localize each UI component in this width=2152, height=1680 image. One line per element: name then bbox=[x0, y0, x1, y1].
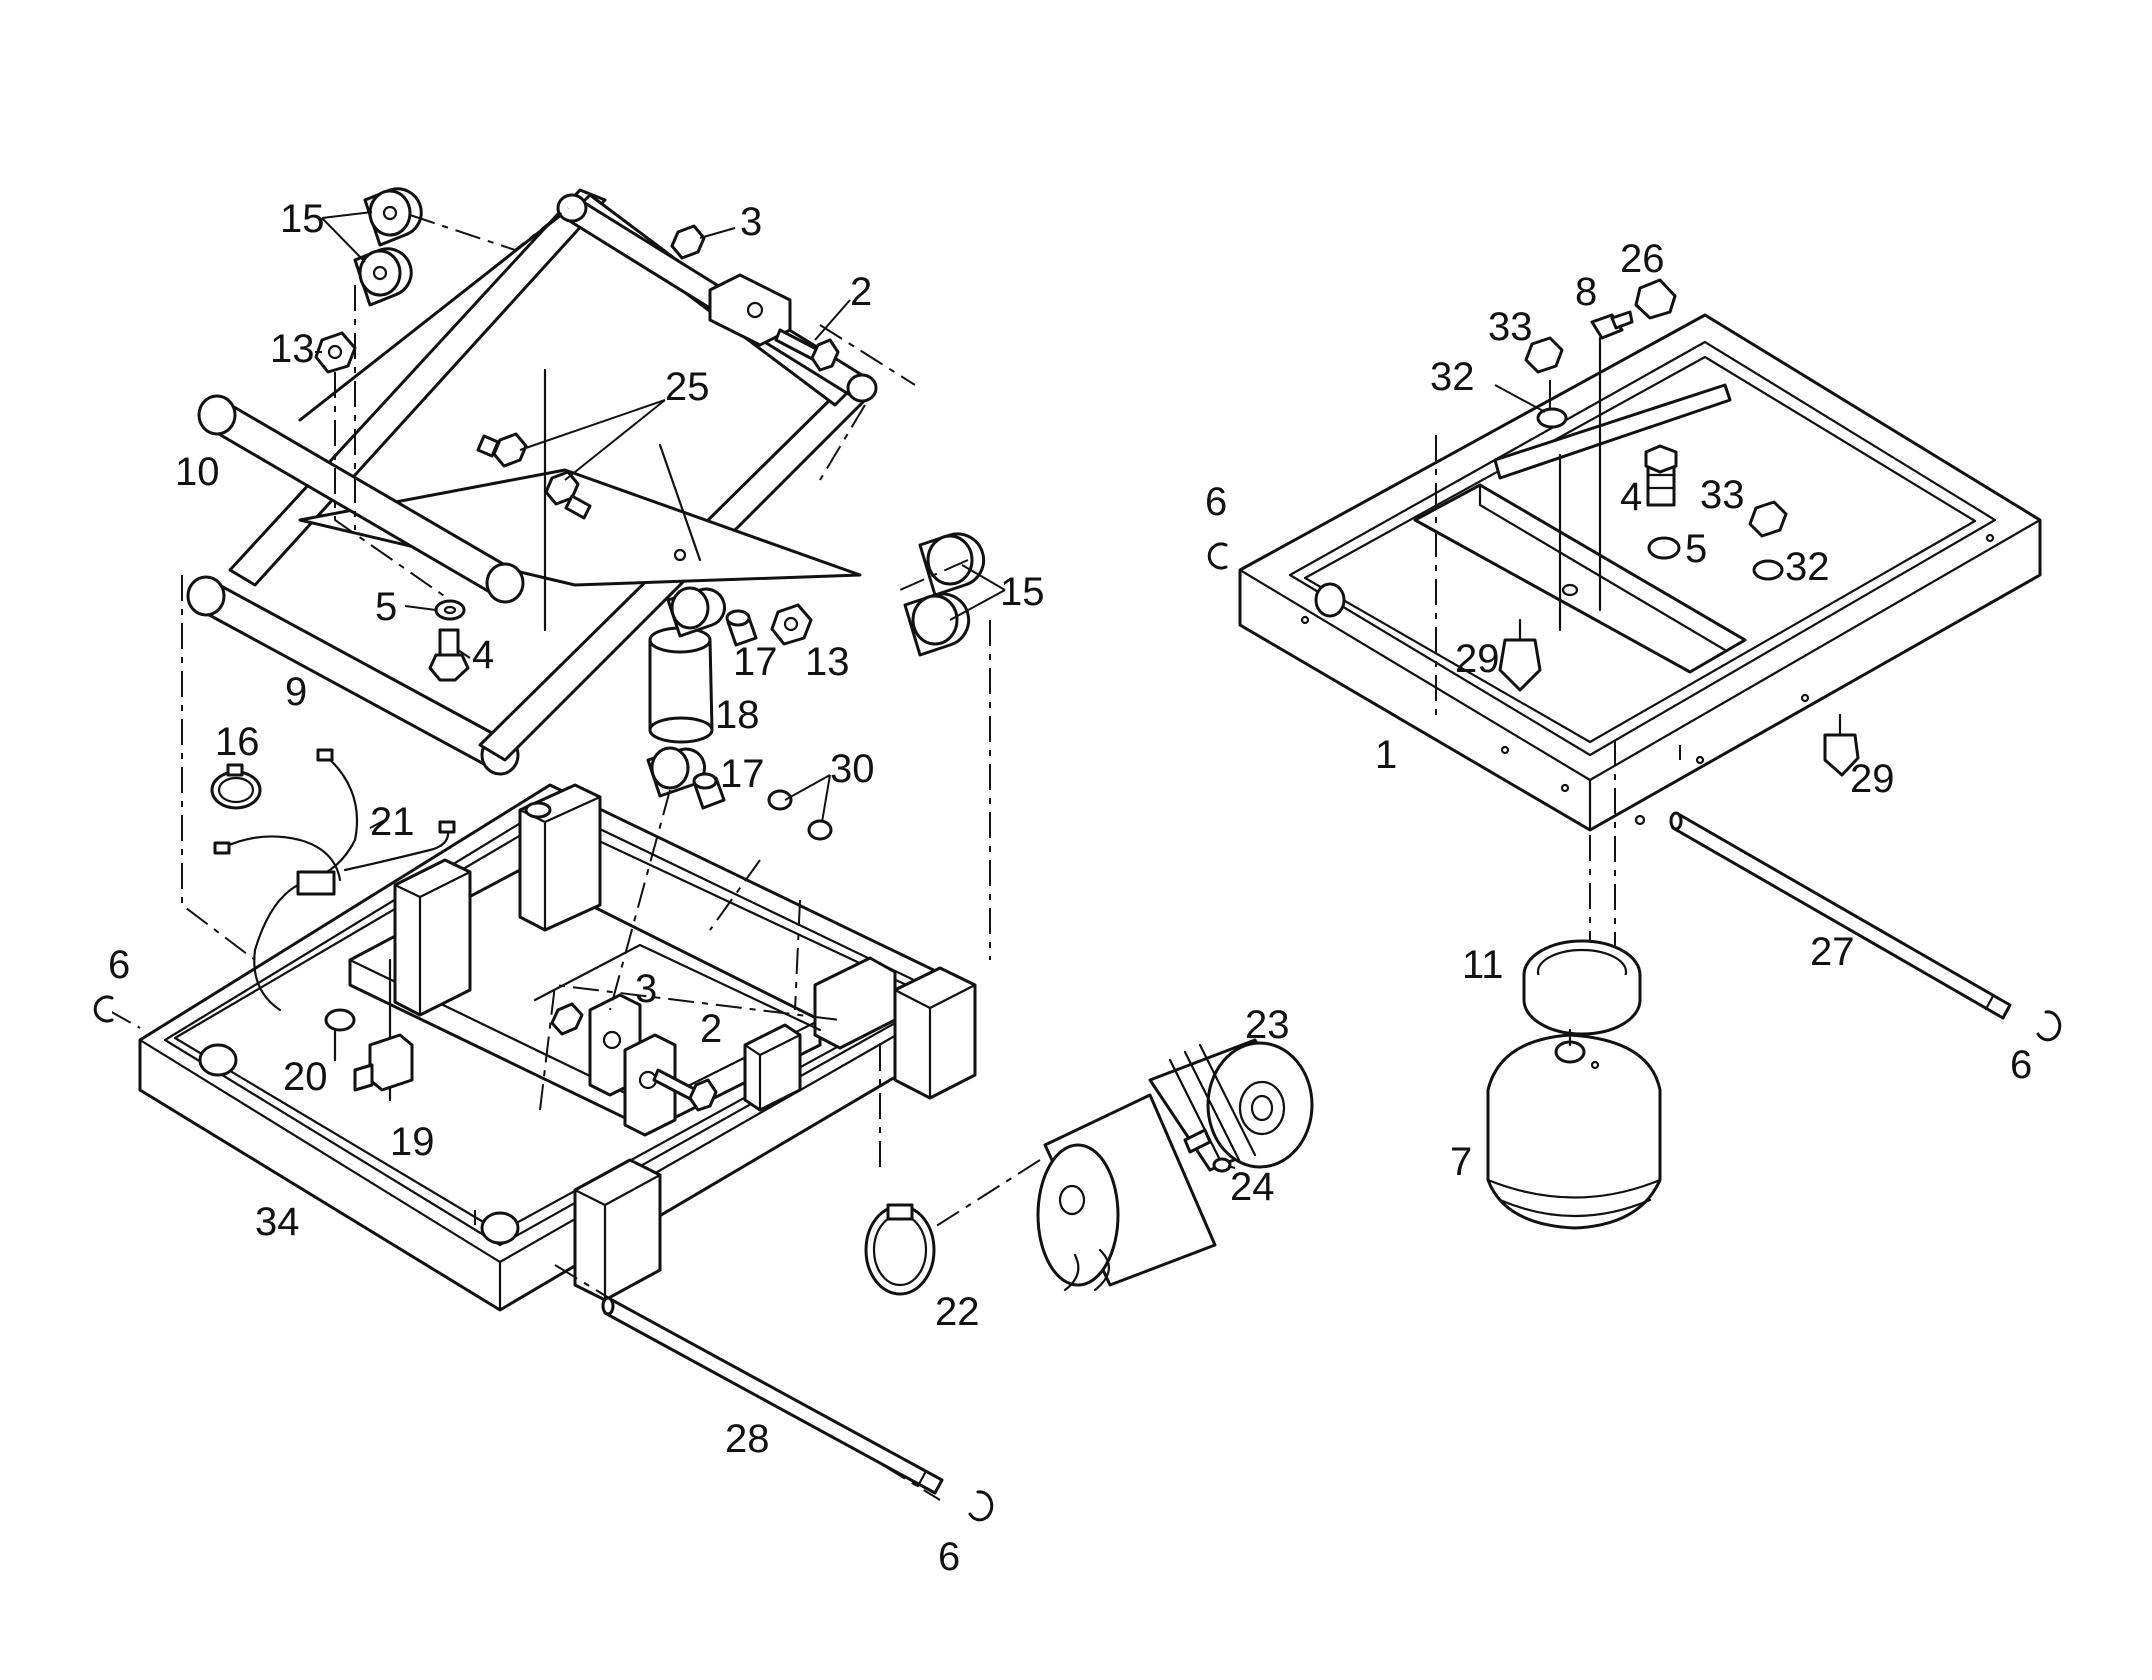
bush-part-17-upper bbox=[725, 609, 758, 647]
callout-6: 6 bbox=[2010, 1043, 2032, 1087]
callout-6: 6 bbox=[1205, 480, 1227, 524]
wiring-harness-part-21 bbox=[213, 748, 456, 1012]
damper-shock bbox=[646, 586, 726, 798]
callout-19: 19 bbox=[390, 1120, 435, 1164]
callout-11: 11 bbox=[1462, 943, 1504, 987]
grommet-part-30-a bbox=[767, 789, 793, 811]
nut-part-33-left bbox=[1524, 336, 1564, 374]
washer-part-5-left bbox=[434, 599, 466, 621]
callout-25: 25 bbox=[665, 365, 710, 409]
bolt-part-25-b bbox=[544, 470, 592, 520]
callout-5: 5 bbox=[1685, 527, 1707, 571]
plug-part-26 bbox=[1634, 278, 1677, 320]
callout-4: 4 bbox=[1620, 475, 1642, 519]
callout-5: 5 bbox=[375, 585, 397, 629]
callout-1: 1 bbox=[1375, 733, 1397, 777]
callout-6: 6 bbox=[108, 943, 130, 987]
callout-17: 17 bbox=[720, 752, 765, 796]
screw-part-20 bbox=[324, 1008, 356, 1062]
callout-15: 15 bbox=[280, 197, 325, 241]
shaft-part-27 bbox=[1669, 811, 2012, 1020]
elbow-fitting-part-8 bbox=[1590, 310, 1634, 612]
callout-2: 2 bbox=[700, 1007, 722, 1051]
snap-ring-part-6-left-top bbox=[93, 995, 114, 1023]
callout-27: 27 bbox=[1810, 930, 1855, 974]
callout-23: 23 bbox=[1245, 1003, 1290, 1047]
nut-part-3-upper bbox=[670, 224, 706, 260]
callout-17: 17 bbox=[733, 640, 778, 684]
bump-stop-part-29-left bbox=[1498, 618, 1542, 692]
callout-10: 10 bbox=[175, 450, 220, 494]
callout-29: 29 bbox=[1850, 757, 1895, 801]
snap-ring-part-6-right-bottom bbox=[2036, 1010, 2062, 1042]
callout-13: 13 bbox=[270, 327, 315, 371]
callout-30: 30 bbox=[830, 747, 875, 791]
roller-top-left bbox=[353, 187, 423, 307]
seat-mount-frame-part-1 bbox=[1238, 313, 2042, 990]
callout-13: 13 bbox=[805, 640, 850, 684]
callout-29: 29 bbox=[1455, 637, 1500, 681]
fitting-part-24 bbox=[1183, 1128, 1232, 1173]
callout-20: 20 bbox=[283, 1055, 328, 1099]
callout-2: 2 bbox=[850, 270, 872, 314]
callout-3: 3 bbox=[740, 200, 762, 244]
callout-15: 15 bbox=[1000, 570, 1045, 614]
bolt-part-4-left bbox=[428, 628, 470, 682]
hose-clamp-part-22 bbox=[864, 1203, 936, 1296]
callout-26: 26 bbox=[1620, 237, 1665, 281]
roller-right bbox=[903, 532, 986, 657]
washer-part-5-right bbox=[1647, 536, 1681, 560]
upper-cross-tube bbox=[197, 394, 525, 604]
snap-ring-part-6-bottom bbox=[968, 1490, 994, 1522]
scissor-suspension-assembly bbox=[107, 187, 1041, 1501]
callout-3: 3 bbox=[635, 967, 657, 1011]
callout-24: 24 bbox=[1230, 1165, 1275, 1209]
callout-18: 18 bbox=[715, 693, 760, 737]
callout-4: 4 bbox=[472, 633, 494, 677]
bolt-part-25-a bbox=[476, 432, 528, 468]
grommet-part-30-b bbox=[807, 819, 833, 841]
callout-34: 34 bbox=[255, 1200, 300, 1244]
hose-clamp-part-16 bbox=[210, 763, 262, 810]
callout-21: 21 bbox=[370, 800, 415, 844]
callout-7: 7 bbox=[1450, 1140, 1472, 1184]
leader-lines bbox=[315, 211, 1551, 1169]
snap-ring-part-6-right-top bbox=[1207, 542, 1228, 570]
shaft-part-28 bbox=[601, 1296, 944, 1495]
callout-6: 6 bbox=[938, 1535, 960, 1579]
callout-32: 32 bbox=[1430, 355, 1475, 399]
callout-9: 9 bbox=[285, 670, 307, 714]
callout-33: 33 bbox=[1488, 305, 1533, 349]
callout-33: 33 bbox=[1700, 473, 1745, 517]
callout-8: 8 bbox=[1575, 270, 1597, 314]
ring-part-11 bbox=[1522, 939, 1642, 1036]
callout-22: 22 bbox=[935, 1290, 980, 1334]
part-callouts: 15 3 2 13 25 10 15 5 4 17 13 9 18 16 17 … bbox=[108, 197, 2032, 1579]
nut-part-3-lower bbox=[550, 1002, 584, 1036]
washer-part-32-left bbox=[1536, 407, 1568, 429]
bolt-part-4-right bbox=[1644, 444, 1678, 507]
air-spring-part-7 bbox=[1486, 1028, 1662, 1230]
motor-compressor-part-23 bbox=[1036, 1038, 1314, 1292]
base-frame bbox=[138, 783, 977, 1312]
bump-stop-part-29-right bbox=[1823, 713, 1860, 777]
bolt-part-2-lower bbox=[652, 1068, 718, 1112]
nut-upper bbox=[314, 331, 357, 374]
nut-part-33-right bbox=[1748, 500, 1788, 538]
callout-28: 28 bbox=[725, 1417, 770, 1461]
nut-middle bbox=[770, 603, 813, 646]
bush-part-17-lower bbox=[692, 772, 726, 810]
callout-32: 32 bbox=[1785, 545, 1830, 589]
bolt-part-2-upper bbox=[774, 328, 840, 372]
callout-16: 16 bbox=[215, 720, 260, 764]
washer-part-32-right bbox=[1752, 559, 1784, 581]
micro-switch-part-19 bbox=[353, 1033, 414, 1092]
